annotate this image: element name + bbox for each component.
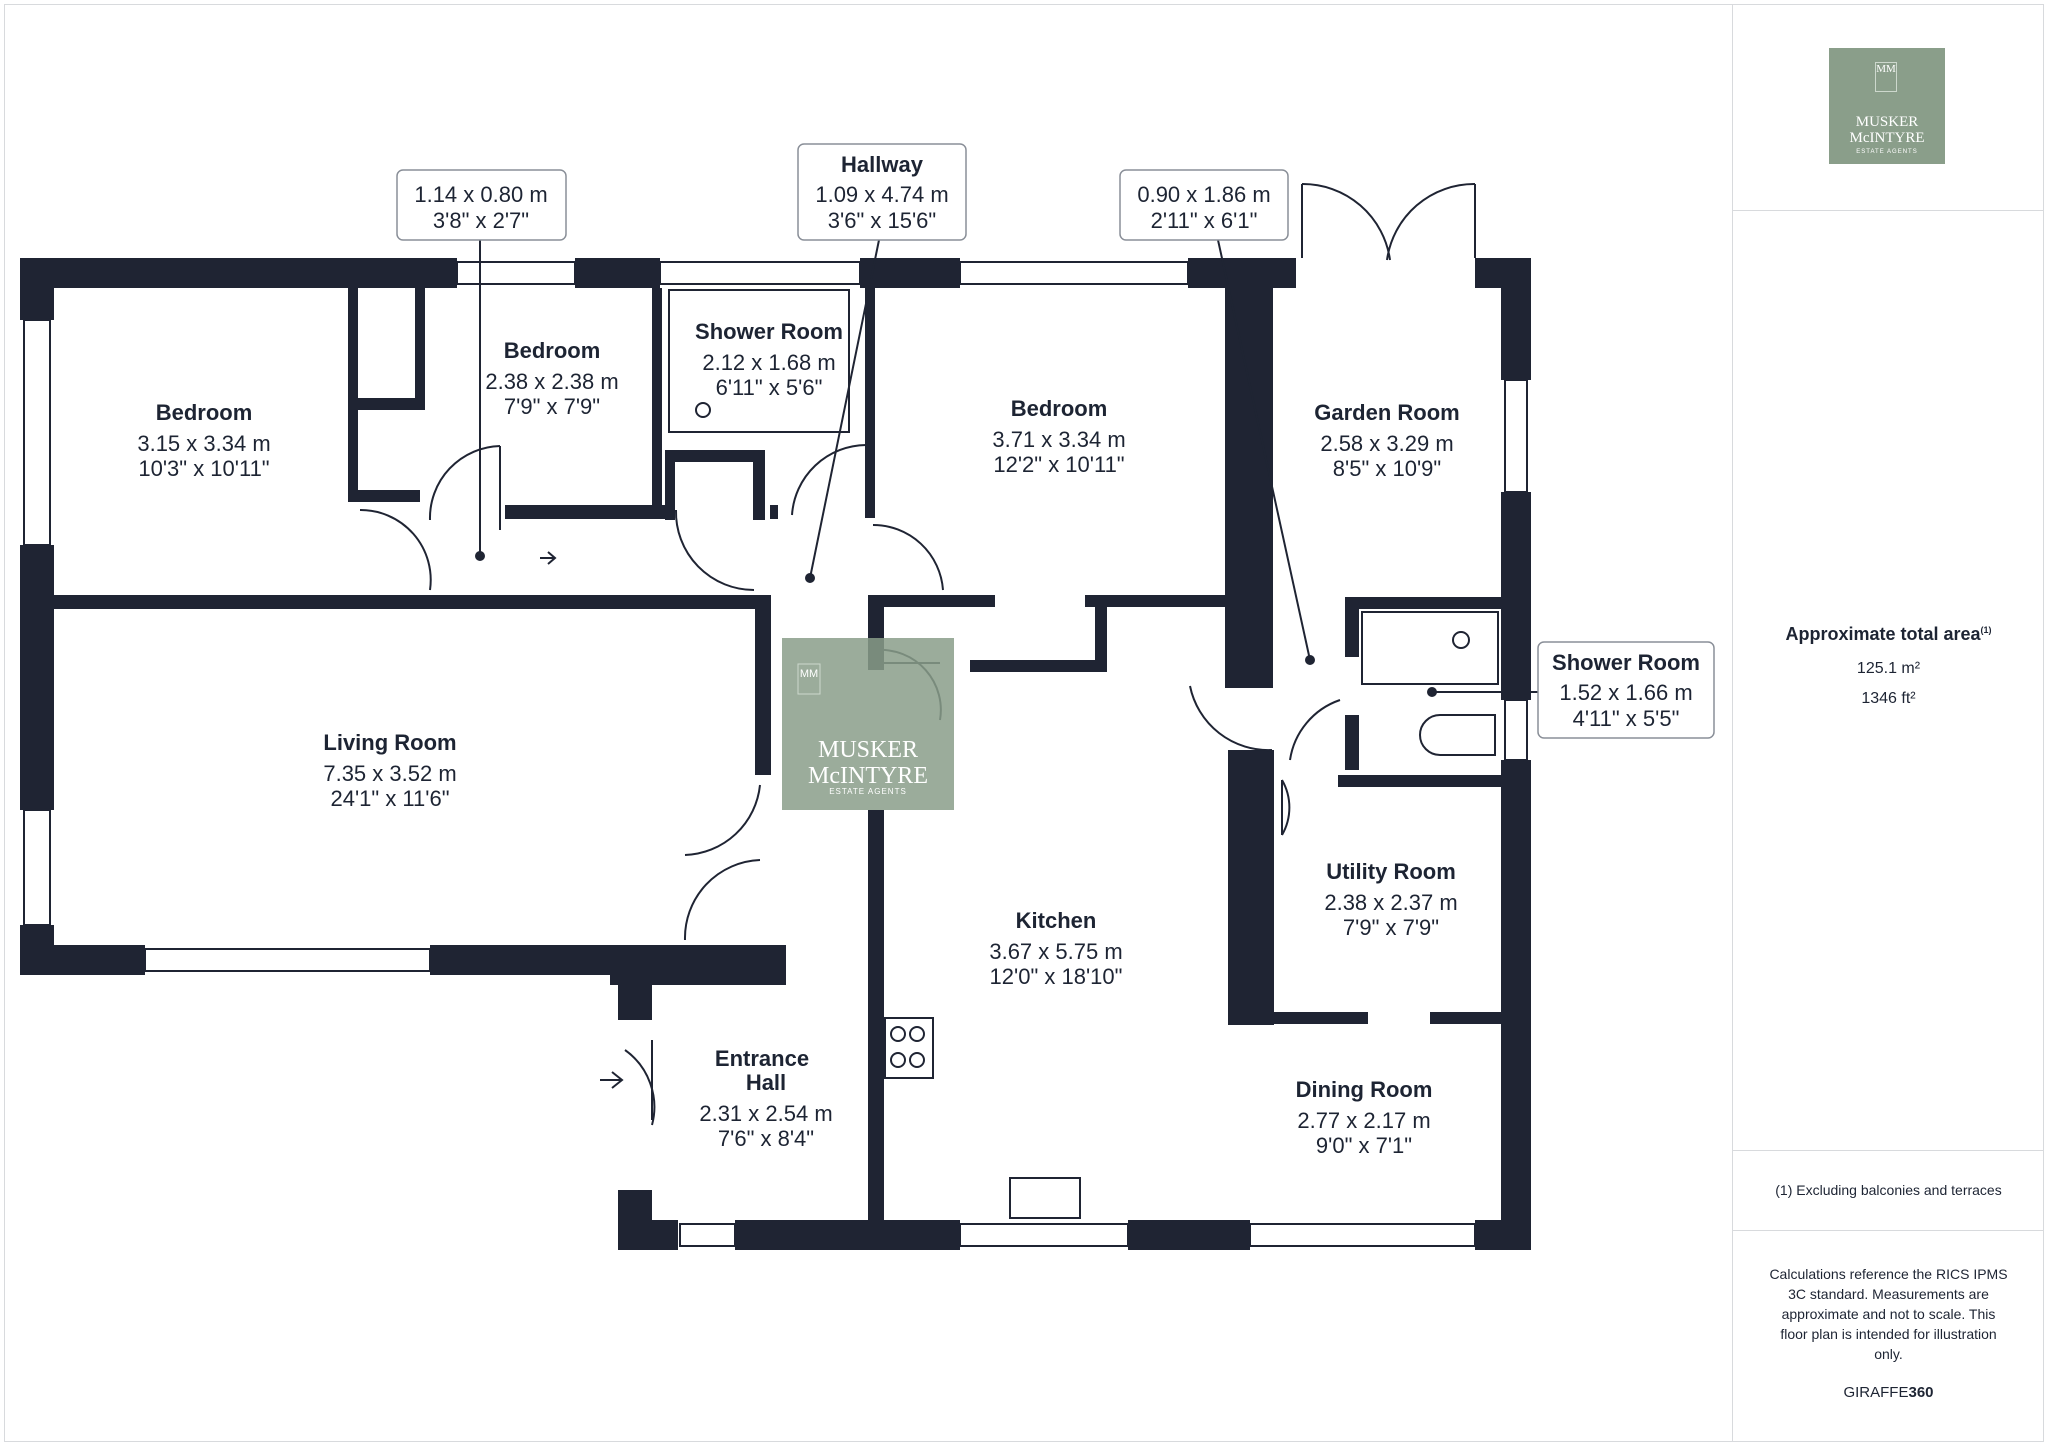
entrance-hall-name-2: Hall — [746, 1070, 786, 1095]
divider — [1733, 1230, 2044, 1231]
area-metric: 125.1 m² — [1856, 660, 1921, 677]
bedroom-1-metric: 3.15 x 3.34 m — [137, 431, 270, 456]
logo-name-1: MUSKER — [1855, 114, 1919, 130]
living-room-name: Living Room — [323, 730, 456, 755]
bedroom-2-name: Bedroom — [504, 338, 601, 363]
garden-room-imperial: 8'5" x 10'9" — [1333, 456, 1441, 481]
disclaimer-line: only. — [1874, 1346, 1903, 1362]
shower-room-2-imperial: 4'11" x 5'5" — [1573, 706, 1680, 731]
watermark-monogram: MM — [800, 668, 818, 680]
kitchen-metric: 3.67 x 5.75 m — [989, 939, 1122, 964]
footnote: (1) Excluding balconies and terraces — [1775, 1182, 2002, 1198]
watermark-name-2: McINTYRE — [808, 763, 928, 789]
hallway-metric: 1.09 x 4.74 m — [815, 182, 948, 207]
cupboard-1-metric: 1.14 x 0.80 m — [414, 182, 547, 207]
hallway-imperial: 3'6" x 15'6" — [828, 208, 936, 233]
living-room-metric: 7.35 x 3.52 m — [323, 761, 456, 786]
entrance-hall-metric: 2.31 x 2.54 m — [699, 1101, 832, 1126]
floor-plan: MM MUSKER McINTYRE ESTATE AGENTS Bedroom… — [20, 143, 1715, 1250]
area-label: Approximate total area(1) — [1733, 624, 2044, 645]
bedroom-3-imperial: 12'2" x 10'11" — [993, 452, 1124, 477]
bedroom-3-name: Bedroom — [1011, 396, 1108, 421]
room-labels: Bedroom 3.15 x 3.34 m 10'3" x 10'11" Bed… — [137, 319, 1459, 1158]
logo-monogram: MM — [1875, 62, 1897, 92]
info-sidebar: MM MUSKER McINTYRE ESTATE AGENTS Approxi… — [1732, 4, 2044, 1442]
bedroom-3-metric: 3.71 x 3.34 m — [992, 427, 1125, 452]
hallway-name: Hallway — [841, 152, 924, 177]
dining-room-name: Dining Room — [1296, 1077, 1433, 1102]
callout-leaders — [475, 239, 1538, 697]
utility-room-name: Utility Room — [1326, 859, 1456, 884]
entrance-hall-name-1: Entrance — [715, 1046, 809, 1071]
watermark-tagline: ESTATE AGENTS — [829, 787, 907, 796]
cupboard-2-imperial: 2'11" x 6'1" — [1151, 208, 1258, 233]
shower-room-2-metric: 1.52 x 1.66 m — [1559, 680, 1692, 705]
kitchen-name: Kitchen — [1016, 908, 1097, 933]
cupboard-2-metric: 0.90 x 1.86 m — [1137, 182, 1270, 207]
brand-logo: MM MUSKER McINTYRE ESTATE AGENTS — [1829, 48, 1945, 164]
utility-room-metric: 2.38 x 2.37 m — [1324, 890, 1457, 915]
living-room-imperial: 24'1" x 11'6" — [330, 786, 449, 811]
cupboard-1-imperial: 3'8" x 2'7" — [433, 208, 529, 233]
disclaimer-line: approximate and not to scale. This — [1781, 1306, 1996, 1322]
dining-room-metric: 2.77 x 2.17 m — [1297, 1108, 1430, 1133]
shower-room-1-metric: 2.12 x 1.68 m — [702, 350, 835, 375]
divider — [1733, 1150, 2044, 1151]
shower-room-2-name: Shower Room — [1552, 650, 1700, 675]
logo-tagline: ESTATE AGENTS — [1856, 149, 1918, 155]
callout-boxes: 1.14 x 0.80 m 3'8" x 2'7" Hallway 1.09 x… — [396, 143, 1715, 739]
utility-room-imperial: 7'9" x 7'9" — [1343, 915, 1439, 940]
walls — [20, 258, 1531, 1250]
credit-suffix: 360 — [1908, 1384, 1934, 1401]
disclaimer-line: floor plan is intended for illustration — [1780, 1326, 1997, 1342]
disclaimer-line: 3C standard. Measurements are — [1788, 1286, 1989, 1302]
bedroom-1-imperial: 10'3" x 10'11" — [138, 456, 269, 481]
area-footnote-mark: (1) — [1980, 625, 1992, 635]
watermark-name-1: MUSKER — [818, 737, 918, 763]
bedroom-1-name: Bedroom — [156, 400, 253, 425]
divider — [1733, 210, 2044, 211]
shower-room-1-imperial: 6'11" x 5'6" — [716, 375, 823, 400]
disclaimer: Calculations reference the RICS IPMS 3C … — [1733, 1264, 2044, 1364]
disclaimer-line: Calculations reference the RICS IPMS — [1769, 1266, 2008, 1282]
shower-room-1-name: Shower Room — [695, 319, 843, 344]
logo-name-2: McINTYRE — [1849, 130, 1925, 146]
credit-prefix: GIRAFFE — [1843, 1384, 1909, 1401]
bedroom-2-metric: 2.38 x 2.38 m — [485, 369, 618, 394]
dining-room-imperial: 9'0" x 7'1" — [1316, 1133, 1412, 1158]
windows-and-doors — [23, 182, 1528, 1247]
entrance-hall-imperial: 7'6" x 8'4" — [718, 1126, 814, 1151]
bedroom-2-imperial: 7'9" x 7'9" — [504, 394, 600, 419]
garden-room-name: Garden Room — [1314, 400, 1459, 425]
garden-room-metric: 2.58 x 3.29 m — [1320, 431, 1453, 456]
area-label-text: Approximate total area — [1785, 624, 1981, 644]
watermark: MM MUSKER McINTYRE ESTATE AGENTS — [782, 638, 954, 810]
kitchen-imperial: 12'0" x 18'10" — [990, 964, 1123, 989]
area-imperial: 1346 ft² — [1861, 690, 1916, 707]
page-frame — [4, 4, 2044, 1442]
credit: GIRAFFE360 — [1733, 1384, 2044, 1401]
